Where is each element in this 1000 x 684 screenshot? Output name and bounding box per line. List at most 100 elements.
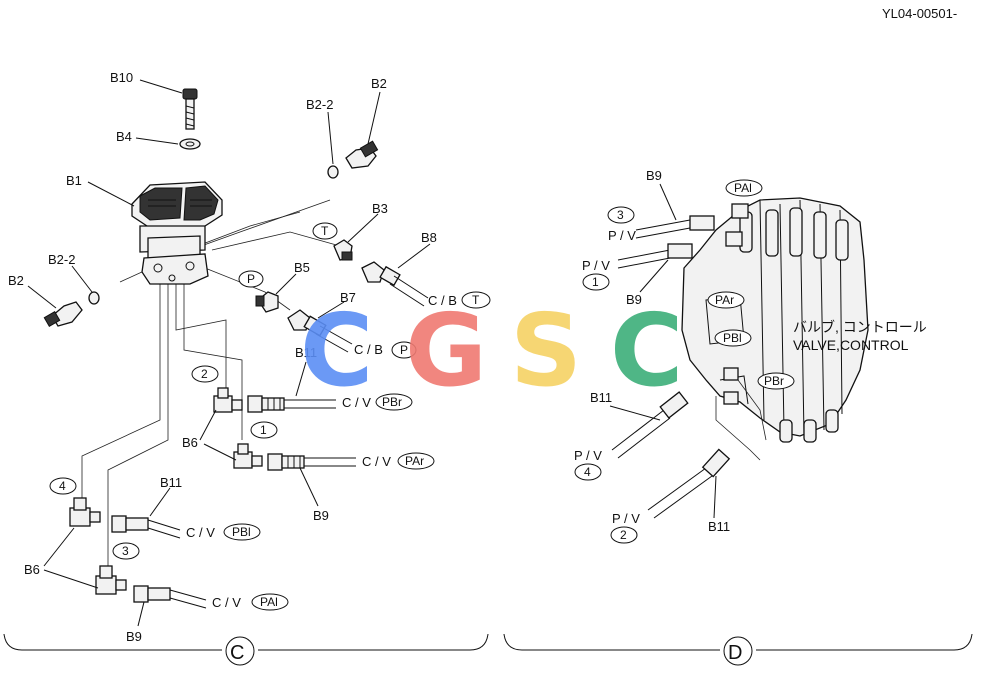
tag-pv-4: P / V [574,448,602,463]
view-c-bracket: C [3,633,489,666]
label-b7: B7 [340,290,356,305]
elbow-b6-3 [95,565,127,595]
hose-b9-pv1 [617,243,693,269]
fitting-b5 [255,291,279,313]
hose-b11-pbr [247,395,336,413]
circled-1 [250,421,278,439]
port-par-label: PAr [405,454,424,468]
port-pbr-label: PBr [382,395,402,409]
port-pbl-left-label: PBl [232,525,251,539]
port-p-cb [391,341,417,359]
port-pbr-right-label: PBr [764,374,784,388]
hose-b7 [287,309,353,353]
tag-cv-pal: C / V [212,595,241,610]
bolt-b10 [182,88,198,130]
watermark-letter-3: S [510,292,582,409]
elbow-pbl [723,367,739,381]
tag-cv-pbr: C / V [342,395,371,410]
label-b11-a: B11 [295,345,317,360]
watermark-letter-1: C [300,292,373,409]
port-pbr-right [757,372,795,390]
label-b5: B5 [294,260,310,275]
port-p-block-label: P [247,272,255,286]
label-b9-a: B9 [313,508,329,523]
valve-label-jp: バルブ, コントロール [793,319,927,335]
label-b9-d2: B9 [626,292,642,307]
svg-text:1: 1 [260,423,267,437]
tag-cb-t: C / B [428,293,457,308]
hose-b9-pal [133,585,207,609]
svg-text:3: 3 [617,208,624,222]
port-t-top [312,222,338,240]
circled-2 [191,365,219,383]
washer-b4 [179,138,201,150]
hose-b9-pv3 [635,215,715,239]
label-b6-b: B6 [24,562,40,577]
label-b6-a: B6 [182,435,198,450]
view-d-assembly: バルブ, コントロール VALVE,CONTROL PAl PAr PBl PB… [574,168,927,544]
watermark-letter-2: G [405,292,487,409]
port-pbl-right-label: PBl [723,331,742,345]
elbow-b6-2 [213,387,243,413]
port-t-top-label: T [321,224,329,238]
port-pbl-right [714,329,752,347]
svg-text:4: 4 [584,465,591,479]
circled-4-right [574,463,602,481]
label-b4: B4 [116,129,132,144]
fitting-b2-left [43,301,83,328]
o-ring-b2-2-left [88,291,100,305]
elbow-par [725,231,743,247]
watermark: C G S C [300,292,683,409]
elbow-pbr [723,391,739,405]
hose-b11-pbl [111,515,181,539]
elbow-b6-4 [69,497,101,527]
circled-1-right [582,273,610,291]
tag-pv-1: P / V [582,258,610,273]
hose-b8 [361,261,429,307]
tag-cv-par: C / V [362,454,391,469]
label-b11-d2: B11 [708,519,730,534]
svg-text:4: 4 [59,479,66,493]
port-pal-left [251,593,289,611]
valve-label-en: VALVE,CONTROL [793,337,909,353]
port-pal-right [725,179,763,197]
label-b11-b: B11 [160,475,182,490]
port-par-right [707,291,745,309]
label-b11-d1: B11 [590,390,612,405]
hose-b9-par [267,453,356,471]
view-c-assembly: B10 B4 B1 B2-2 B2 [8,70,491,644]
elbow-pal [731,203,749,219]
port-par-right-label: PAr [715,293,734,307]
port-t-cb-label: T [472,293,480,307]
label-b1: B1 [66,173,82,188]
svg-text:2: 2 [620,528,627,542]
port-pbr [375,393,413,411]
label-b8: B8 [421,230,437,245]
elbow-b6-1 [233,443,263,469]
tag-cv-pbl: C / V [186,525,215,540]
port-p-cb-label: P [400,343,408,357]
view-d-label: D [728,642,742,664]
label-b10: B10 [110,70,133,85]
label-b2-2-left: B2-2 [48,252,75,267]
label-b2-left: B2 [8,273,24,288]
view-c-label: C [230,642,244,664]
port-pbl-left [223,523,261,541]
label-b2-top: B2 [371,76,387,91]
tag-pv-2: P / V [612,511,640,526]
document-code: YL04-00501- [882,6,957,21]
port-par [397,452,435,470]
fitting-b3 [333,239,353,261]
label-b2-2-top: B2-2 [306,97,333,112]
label-b9-b: B9 [126,629,142,644]
watermark-letter-4: C [610,292,683,409]
view-d-bracket: D [503,633,973,666]
circled-2-right [610,526,638,544]
hose-b11-pv4 [611,391,689,459]
tag-cb-p: C / B [354,342,383,357]
svg-text:1: 1 [592,275,599,289]
port-p-block [238,270,264,288]
fitting-b2-top [345,140,379,169]
label-b9-d1: B9 [646,168,662,183]
